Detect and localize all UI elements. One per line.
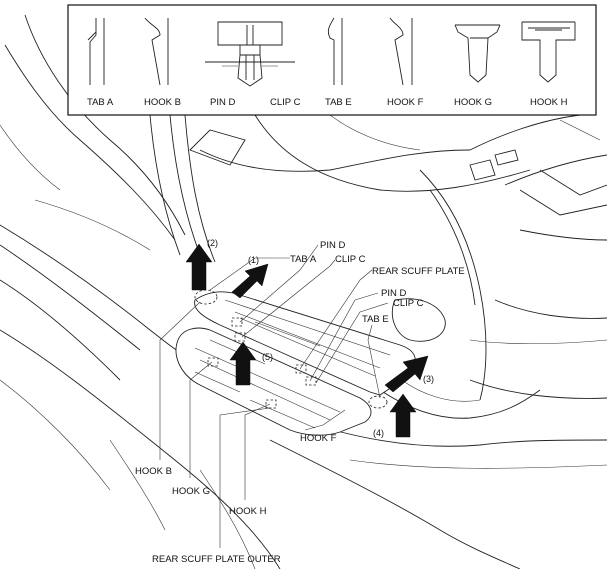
leader-lines xyxy=(159,244,389,548)
legend-tab-e: TAB E xyxy=(325,97,352,108)
label-rear-scuff-plate-outer: REAR SCUFF PLATE OUTER xyxy=(152,554,281,565)
removal-arrows xyxy=(185,243,429,438)
legend-clip-c: CLIP C xyxy=(270,97,301,108)
label-hook-h: HOOK H xyxy=(229,506,267,517)
hook-h-icon xyxy=(521,21,576,83)
clip-markers xyxy=(194,289,388,409)
label-clip-c-lower: CLIP C xyxy=(393,298,424,309)
label-rear-scuff-plate: REAR SCUFF PLATE xyxy=(372,266,465,277)
label-hook-b: HOOK B xyxy=(135,466,172,477)
tab-e-icon xyxy=(327,17,343,85)
label-hook-g: HOOK G xyxy=(172,486,210,497)
step-5-label: (5) xyxy=(262,352,273,362)
label-tab-e: TAB E xyxy=(362,314,389,325)
step-4-label: (4) xyxy=(373,428,384,438)
tab-a-icon xyxy=(87,18,105,85)
hook-g-icon xyxy=(454,24,501,83)
label-pin-d-lower: PIN D xyxy=(381,288,406,299)
arrow-step-2 xyxy=(185,243,213,291)
vehicle-body-outline xyxy=(0,14,607,569)
legend-hook-f: HOOK F xyxy=(387,97,424,108)
label-hook-f: HOOK F xyxy=(300,433,337,444)
label-clip-c-upper: CLIP C xyxy=(335,254,366,265)
arrow-step-3 xyxy=(384,355,429,393)
hook-f-icon xyxy=(389,17,413,86)
step-2-label: (2) xyxy=(207,238,218,248)
rear-scuff-plate-outer xyxy=(175,327,372,436)
hook-b-icon xyxy=(144,17,169,86)
legend-hook-h: HOOK H xyxy=(530,97,568,108)
step-3-label: (3) xyxy=(423,374,434,384)
fastener-legend: TAB A HOOK B PIN D CLIP C TAB E HOOK F H… xyxy=(67,4,597,116)
pin-d-clip-c-icon xyxy=(205,21,295,87)
step-1-label: (1) xyxy=(248,255,259,265)
legend-hook-g: HOOK G xyxy=(454,97,492,108)
legend-tab-a: TAB A xyxy=(87,97,114,108)
legend-pin-d: PIN D xyxy=(210,97,235,108)
arrow-step-4 xyxy=(389,393,417,438)
rear-scuff-plate xyxy=(194,291,416,396)
label-tab-a: TAB A xyxy=(290,254,317,265)
legend-hook-b: HOOK B xyxy=(144,97,181,108)
label-pin-d-upper: PIN D xyxy=(320,240,345,251)
arrow-step-5 xyxy=(229,341,257,386)
arrow-step-1 xyxy=(231,263,269,299)
